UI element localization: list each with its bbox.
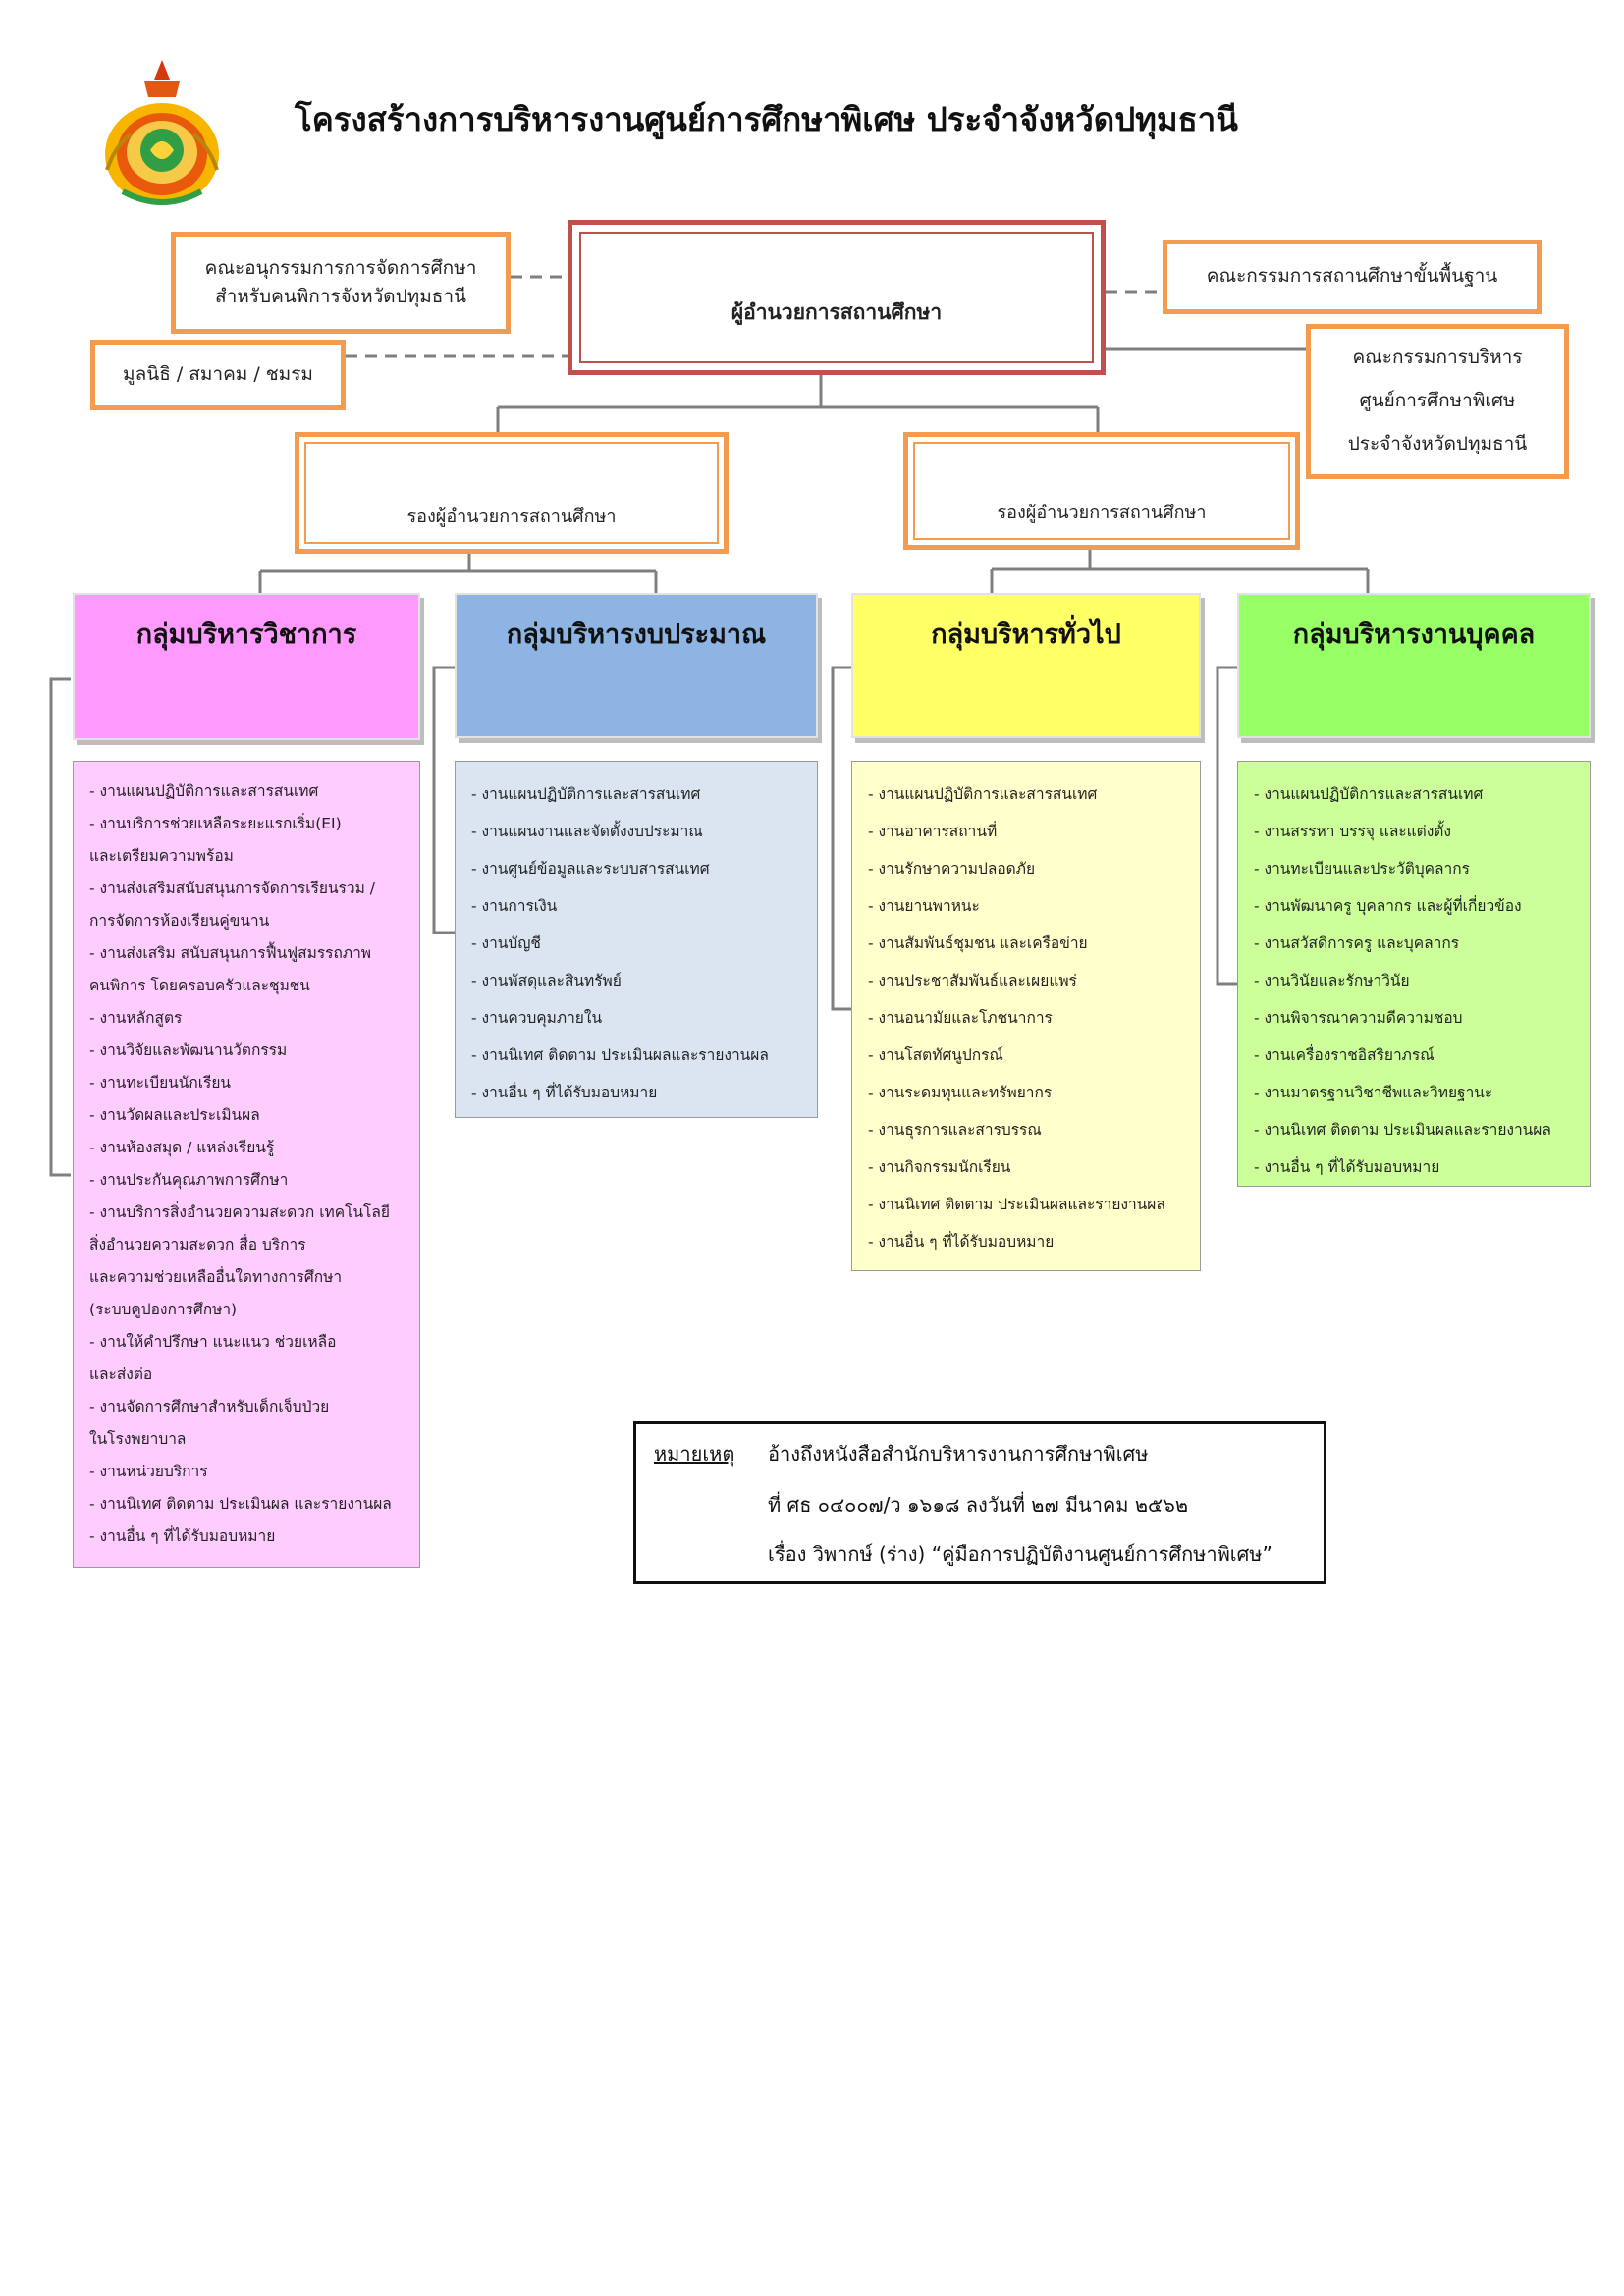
- group-title: กลุ่มบริหารงบประมาณ: [506, 619, 767, 650]
- list-item: - งานอื่น ๆ ที่ได้รับมอบหมาย: [1254, 1158, 1440, 1176]
- list-item: - งานวิจัยและพัฒนานวัตกรรม: [89, 1041, 288, 1059]
- list-item: - งานแผนปฏิบัติการและสารสนเทศ: [868, 785, 1098, 803]
- list-item: - งานหน่วยบริการ: [89, 1463, 208, 1480]
- group-title: กลุ่มบริหารทั่วไป: [931, 619, 1121, 650]
- bracket-academic: [49, 677, 71, 1177]
- foundation-box: มูลนิธิ / สมาคม / ชมรม: [90, 340, 346, 410]
- list-item: - งานระดมทุนและทรัพยากร: [868, 1084, 1053, 1101]
- list-item: - งานเครื่องราชอิสริยาภรณ์: [1254, 1046, 1435, 1064]
- list-item: - งานแผนปฏิบัติการและสารสนเทศ: [471, 785, 701, 803]
- bracket-general: [831, 666, 851, 1011]
- list-item: - งานอนามัยและโภชนาการ: [868, 1009, 1053, 1027]
- list-item: - งานนิเทศ ติดตาม ประเมินผล และรายงานผล: [89, 1495, 392, 1513]
- list-item: - งานนิเทศ ติดตาม ประเมินผลและรายงานผล: [868, 1196, 1165, 1213]
- list-item: - งานนิเทศ ติดตาม ประเมินผลและรายงานผล: [471, 1046, 769, 1064]
- list-item: - งานแผนปฏิบัติการและสารสนเทศ: [89, 782, 319, 800]
- basic-committee-box: คณะกรรมการสถานศึกษาขั้นพื้นฐาน: [1163, 240, 1542, 314]
- list-item: - งานส่งเสริมสนับสนุนการจัดการเรียนรวม /…: [89, 880, 375, 930]
- list-item: - งานประกันคุณภาพการศึกษา: [89, 1171, 289, 1189]
- director-box: ผู้อำนวยการสถานศึกษา: [568, 220, 1106, 375]
- list-item: - งานอาคารสถานที่: [868, 823, 998, 840]
- group-title: กลุ่มบริหารวิชาการ: [135, 619, 357, 650]
- list-item: - งานวินัยและรักษาวินัย: [1254, 972, 1410, 989]
- bracket-personnel: [1216, 666, 1237, 986]
- list-item: - งานรักษาความปลอดภัย: [868, 860, 1036, 878]
- list-item: - งานห้องสมุด / แหล่งเรียนรู้: [89, 1139, 275, 1156]
- list-item: - งานแผนงานและจัดตั้งงบประมาณ: [471, 823, 703, 840]
- list-item: - งานบัญชี: [471, 934, 541, 952]
- list-item: - งานอื่น ๆ ที่ได้รับมอบหมาย: [471, 1084, 658, 1101]
- task-list-personnel: - งานแผนปฏิบัติการและสารสนเทศ - งานสรรหา…: [1237, 761, 1591, 1187]
- list-item: - งานนิเทศ ติดตาม ประเมินผลและรายงานผล: [1254, 1121, 1551, 1139]
- list-item: - งานทะเบียนนักเรียน: [89, 1074, 232, 1092]
- list-item: - งานพัสดุและสินทรัพย์: [471, 972, 622, 989]
- list-item: - งานทะเบียนและประวัติบุคลากร: [1254, 860, 1470, 878]
- list-item: - งานศูนย์ข้อมูลและระบบสารสนเทศ: [471, 860, 710, 878]
- list-item: - งานพัฒนาครู บุคลากร และผู้ที่เกี่ยวข้อ…: [1254, 897, 1522, 915]
- group-header-academic: กลุ่มบริหารวิชาการ: [73, 593, 420, 740]
- list-item: - งานกิจกรรมนักเรียน: [868, 1158, 1011, 1176]
- list-item: - งานจัดการศึกษาสำหรับเด็กเจ็บป่วย ในโรง…: [89, 1398, 330, 1448]
- deputy-box-2: รองผู้อำนวยการสถานศึกษา: [903, 432, 1300, 550]
- list-item: - งานส่งเสริม สนับสนุนการฟื้นฟูสมรรถภาพ …: [89, 944, 371, 994]
- logo: [93, 54, 231, 211]
- bracket-budget: [432, 666, 455, 934]
- list-item: - งานอื่น ๆ ที่ได้รับมอบหมาย: [868, 1233, 1055, 1251]
- list-item: - งานธุรการและสารบรรณ: [868, 1121, 1042, 1139]
- list-item: - งานหลักสูตร: [89, 1009, 183, 1027]
- group-header-personnel: กลุ่มบริหารงานบุคคล: [1237, 593, 1591, 738]
- task-list-academic: - งานแผนปฏิบัติการและสารสนเทศ - งานบริกา…: [73, 761, 420, 1568]
- list-item: - งานให้คำปรึกษา แนะแนว ช่วยเหลือ และส่ง…: [89, 1333, 337, 1383]
- note-label: หมายเหตุ: [654, 1442, 735, 1466]
- list-item: - งานการเงิน: [471, 897, 558, 915]
- list-item: - งานบริการสิ่งอำนวยความสะดวก เทคโนโลยี …: [89, 1203, 390, 1318]
- deputy-label: รองผู้อำนวยการสถานศึกษา: [406, 507, 617, 527]
- list-item: - งานโสตทัศนูปกรณ์: [868, 1046, 1003, 1064]
- deputy-label: รองผู้อำนวยการสถานศึกษา: [997, 503, 1207, 523]
- list-item: - งานวัดผลและประเมินผล: [89, 1106, 260, 1124]
- list-item: - งานสัมพันธ์ชุมชน และเครือข่าย: [868, 934, 1088, 952]
- list-item: - งานบริการช่วยเหลือระยะแรกเริ่ม(EI) และ…: [89, 815, 342, 865]
- director-label: ผู้อำนวยการสถานศึกษา: [731, 299, 943, 324]
- admin-committee-box: คณะกรรมการบริหาร ศูนย์การศึกษาพิเศษ ประจ…: [1306, 324, 1569, 479]
- group-header-budget: กลุ่มบริหารงบประมาณ: [455, 593, 818, 738]
- note-line-3: เรื่อง วิพากษ์ (ร่าง) “คู่มือการปฏิบัติง…: [768, 1542, 1272, 1566]
- deputy-box-1: รองผู้อำนวยการสถานศึกษา: [295, 432, 729, 554]
- note-line-1: อ้างถึงหนังสือสำนักบริหารงานการศึกษาพิเศ…: [768, 1442, 1149, 1466]
- list-item: - งานสวัสดิการครู และบุคลากร: [1254, 934, 1460, 952]
- task-list-general: - งานแผนปฏิบัติการและสารสนเทศ - งานอาคาร…: [851, 761, 1201, 1271]
- list-item: - งานแผนปฏิบัติการและสารสนเทศ: [1254, 785, 1484, 803]
- page-title: โครงสร้างการบริหารงานศูนย์การศึกษาพิเศษ …: [295, 100, 1238, 138]
- group-header-general: กลุ่มบริหารทั่วไป: [851, 593, 1201, 738]
- list-item: - งานสรรหา บรรจุ และแต่งตั้ง: [1254, 823, 1451, 840]
- note-box: หมายเหตุ อ้างถึงหนังสือสำนักบริหารงานการ…: [633, 1421, 1326, 1584]
- group-title: กลุ่มบริหารงานบุคคล: [1292, 619, 1536, 650]
- task-list-budget: - งานแผนปฏิบัติการและสารสนเทศ - งานแผนงา…: [455, 761, 818, 1118]
- list-item: - งานประชาสัมพันธ์และเผยแพร่: [868, 972, 1077, 989]
- list-item: - งานอื่น ๆ ที่ได้รับมอบหมาย: [89, 1527, 276, 1545]
- list-item: - งานมาตรฐานวิชาชีพและวิทยฐานะ: [1254, 1084, 1493, 1101]
- list-item: - งานควบคุมภายใน: [471, 1009, 603, 1027]
- education-emblem-icon: [105, 60, 219, 205]
- list-item: - งานพิจารณาความดีความชอบ: [1254, 1009, 1463, 1027]
- list-item: - งานยานพาหนะ: [868, 897, 980, 915]
- subcommittee-box: คณะอนุกรรมการการจัดการศึกษา สำหรับคนพิกา…: [171, 232, 511, 334]
- note-line-2: ที่ ศธ ๐๔๐๐๗/ว ๑๖๑๘ ลงวันที่ ๒๗ มีนาคม ๒…: [768, 1493, 1189, 1517]
